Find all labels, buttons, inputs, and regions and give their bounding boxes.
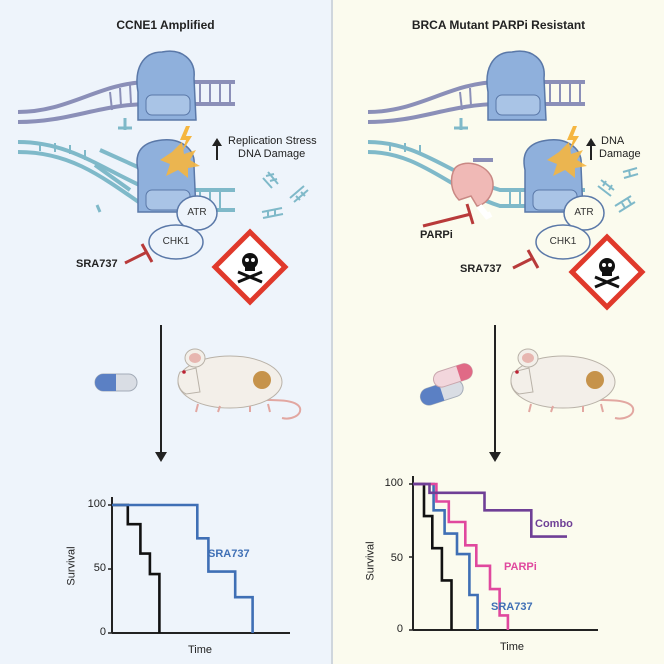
- dna-fork-left: [17, 80, 235, 213]
- mouse-icon: [510, 348, 635, 420]
- survival-curve-sra737-left: [112, 503, 254, 633]
- annotation-line2-left: DNA Damage: [238, 148, 306, 160]
- atr-protein: [176, 195, 218, 231]
- arrow-down-icon: [155, 325, 167, 462]
- dna-fragments-left: [261, 171, 309, 219]
- ylabel-left: Survival: [65, 546, 78, 586]
- parp-protein: [450, 162, 494, 220]
- mechanism-illustration-left: [17, 50, 309, 634]
- panel-divider: [331, 0, 333, 664]
- skull-crossbones-icon: [237, 253, 263, 284]
- hazard-diamond-left: [211, 228, 289, 306]
- chk1-label-left: CHK1: [162, 236, 190, 247]
- pill-icon: [419, 379, 464, 406]
- chk1-protein-right: [535, 224, 591, 260]
- annotation-line1-right: DNA: [601, 135, 625, 147]
- polymerase-top-right: [486, 50, 547, 121]
- series-label-parpi: PARPi: [504, 561, 537, 573]
- arrow-up-icon: [586, 138, 596, 160]
- panel-title-right: BRCA Mutant PARPi Resistant: [411, 18, 586, 32]
- survival-curve-parpi-right: [413, 482, 510, 630]
- hazard-diamond-right: [568, 233, 646, 311]
- atr-protein-right: [563, 195, 605, 231]
- polymerase-bottom-right: [523, 139, 587, 213]
- panel-ccne1: CCNE1 Amplified: [0, 0, 331, 664]
- pill-icon: [432, 363, 473, 388]
- series-label-sra737-right: SRA737: [491, 601, 533, 613]
- inhibition-arrow-left: [124, 243, 154, 265]
- annotation-line1-left: Replication Stress: [228, 135, 317, 147]
- ylabel-right: Survival: [364, 541, 377, 581]
- mouse-icon: [177, 348, 302, 420]
- ytick-100-right: 100: [384, 477, 403, 489]
- lightning-icon: [567, 126, 579, 152]
- survival-curve-sra737-right: [413, 482, 479, 630]
- ytick-50-right: 50: [390, 552, 403, 564]
- xlabel-left: Time: [188, 644, 213, 656]
- kaplan-meier-chart-left: [108, 497, 290, 634]
- survival-curve-combo-right: [413, 482, 567, 538]
- annotation-line2-right: Damage: [599, 148, 641, 160]
- drug2-label-right: PARPi: [420, 229, 453, 241]
- xlabel-right: Time: [500, 641, 525, 653]
- ytick-50-left: 50: [93, 562, 106, 574]
- series-label-sra737-left: SRA737: [208, 548, 250, 560]
- survival-curve-control-right: [413, 482, 453, 630]
- kaplan-meier-chart-right: [409, 476, 598, 631]
- atr-label-right: ATR: [574, 207, 594, 218]
- arrow-up-icon: [212, 138, 222, 160]
- skull-crossbones-icon: [594, 258, 620, 289]
- arrow-down-icon: [489, 325, 501, 462]
- panel-brca: BRCA Mutant PARPi Resistant: [333, 0, 664, 664]
- drug-label-right: SRA737: [460, 263, 502, 275]
- polymerase-top-left: [136, 50, 197, 121]
- drug-label-left: SRA737: [76, 258, 118, 270]
- chk1-protein: [148, 224, 204, 260]
- pill-icon: [94, 373, 138, 392]
- atr-label-left: ATR: [187, 207, 207, 218]
- chk1-label-right: CHK1: [549, 236, 577, 247]
- ytick-0-left: 0: [99, 626, 106, 638]
- dna-fragments-right: [597, 167, 639, 213]
- inhibition-arrow-parpi: [422, 203, 475, 228]
- lightning-icon: [180, 126, 192, 152]
- survival-curve-control-left: [112, 503, 161, 633]
- ytick-0-right: 0: [396, 623, 403, 635]
- series-label-combo: Combo: [535, 518, 573, 530]
- mechanism-illustration-right: [367, 50, 646, 631]
- inhibition-arrow-right: [512, 249, 540, 270]
- ytick-100-left: 100: [87, 498, 106, 510]
- panel-title-left: CCNE1 Amplified: [116, 18, 215, 32]
